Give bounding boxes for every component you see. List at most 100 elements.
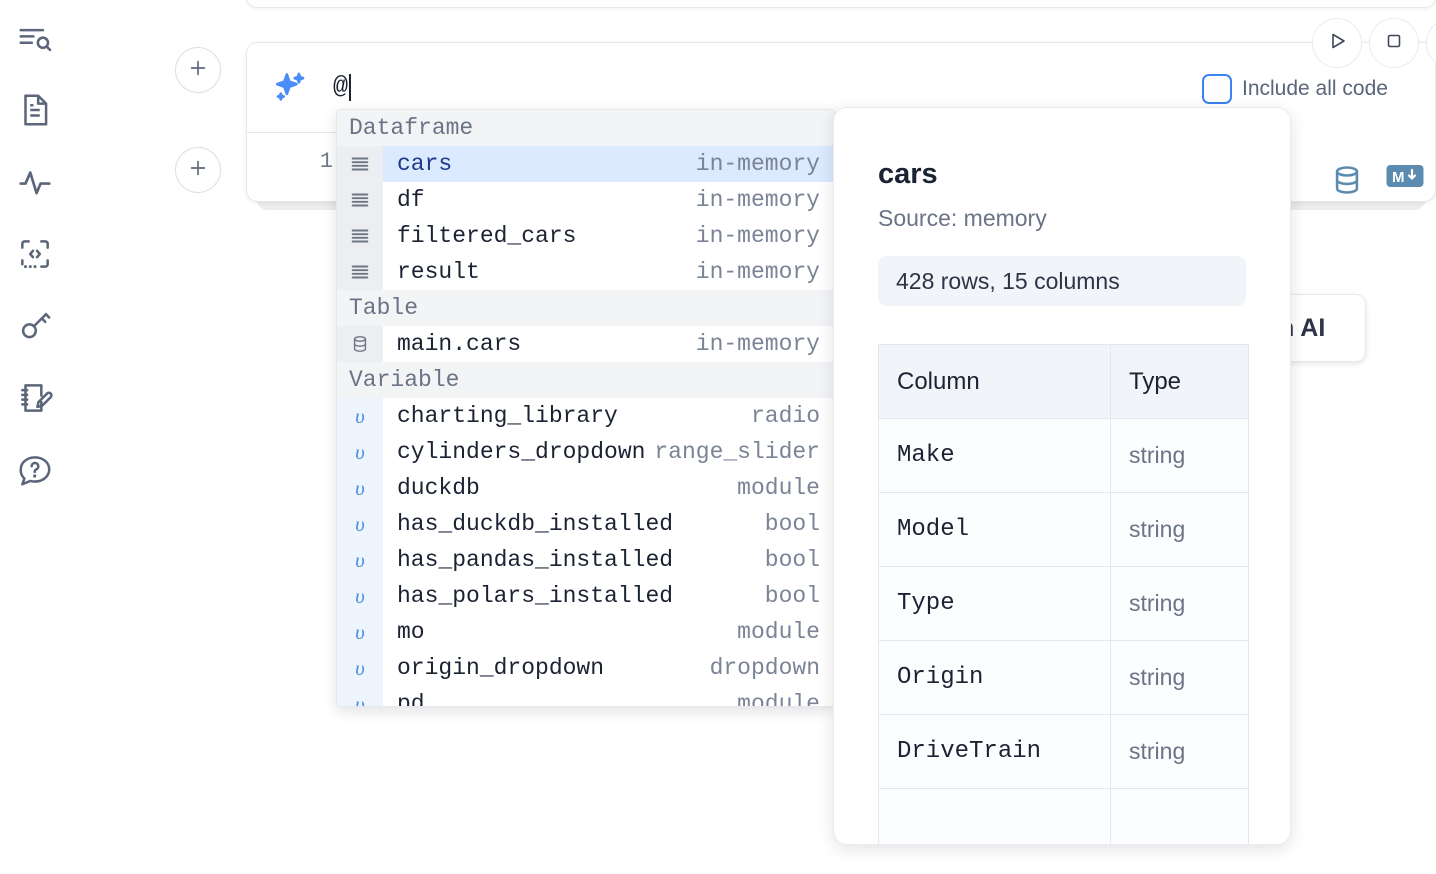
notebook-file-icon: [16, 91, 54, 129]
ai-prompt-value: @: [333, 72, 349, 101]
include-all-code-toggle[interactable]: Include all code: [1202, 72, 1388, 106]
variable-upsilon-icon: υ: [337, 578, 383, 614]
completion-item[interactable]: main.cars in-memory: [337, 326, 834, 362]
sidebar-item-activity[interactable]: [13, 160, 57, 204]
variable-upsilon-icon: υ: [337, 614, 383, 650]
text-caret: [349, 73, 352, 101]
variable-upsilon-icon: υ: [337, 470, 383, 506]
cell-column-name: [878, 788, 1111, 844]
previous-cell-card: [246, 0, 1436, 8]
markdown-icon[interactable]: M: [1386, 163, 1424, 197]
help-chat-icon: [16, 451, 54, 489]
sidebar-item-secrets[interactable]: [13, 304, 57, 348]
completion-item-type: in-memory: [695, 259, 820, 285]
stop-cell-button[interactable]: [1369, 18, 1419, 68]
completion-item-type: bool: [764, 547, 820, 573]
completion-group-header: Dataframe: [337, 110, 834, 146]
variable-upsilon-icon: υ: [337, 506, 383, 542]
cell-column-type: string: [1110, 714, 1249, 789]
cell-column-type: string: [1110, 566, 1249, 641]
left-sidebar: [0, 0, 70, 874]
completion-item-name: charting_library: [397, 403, 618, 429]
play-icon: [1325, 29, 1349, 58]
completion-item-type: in-memory: [695, 187, 820, 213]
completion-item-name: df: [397, 187, 425, 213]
header-column: Column: [878, 344, 1111, 419]
cell-column-name: Make: [878, 418, 1111, 493]
run-cell-button[interactable]: [1312, 18, 1362, 68]
completion-item-type: module: [737, 691, 820, 707]
add-cell-below-button[interactable]: [175, 147, 221, 193]
ai-prompt-input[interactable]: @: [333, 67, 352, 107]
completion-item[interactable]: υ has_pandas_installed bool: [337, 542, 834, 578]
variable-upsilon-icon: υ: [337, 686, 383, 706]
completion-item-type: dropdown: [709, 655, 820, 681]
plus-icon: [187, 57, 209, 84]
variable-upsilon-icon: υ: [337, 398, 383, 434]
completion-item-type: in-memory: [695, 331, 820, 357]
completion-item-type: radio: [750, 403, 820, 429]
completion-item[interactable]: υ cylinders_dropdown range_slider: [337, 434, 834, 470]
svg-text:M: M: [1392, 169, 1405, 186]
key-secrets-icon: [16, 307, 54, 345]
sidebar-item-outline-search[interactable]: [13, 16, 57, 60]
completion-item-type: bool: [764, 511, 820, 537]
completion-item-type: in-memory: [695, 151, 820, 177]
activity-pulse-icon: [16, 163, 54, 201]
dataframe-lines-icon: [337, 182, 383, 218]
cell-column-name: DriveTrain: [878, 714, 1111, 789]
table-header-row: Column Type: [878, 344, 1249, 419]
cell-column-name: Origin: [878, 640, 1111, 715]
sidebar-item-scratchpad[interactable]: [13, 376, 57, 420]
completion-item[interactable]: υ charting_library radio: [337, 398, 834, 434]
header-type: Type: [1110, 344, 1249, 419]
variable-upsilon-icon: υ: [337, 650, 383, 686]
completion-item-name: has_polars_installed: [397, 583, 674, 609]
sidebar-item-help[interactable]: [13, 448, 57, 492]
completion-item-name: main.cars: [397, 331, 522, 357]
cell-column-type: string: [1110, 418, 1249, 493]
sidebar-item-snippets[interactable]: [13, 232, 57, 276]
outline-search-icon: [16, 19, 54, 57]
completion-item-type: in-memory: [695, 223, 820, 249]
documentation-panel: cars Source: memory 428 rows, 15 columns…: [833, 107, 1291, 845]
sidebar-item-notebook-file[interactable]: [13, 88, 57, 132]
completion-item[interactable]: df in-memory: [337, 182, 834, 218]
cell-column-type: string: [1110, 492, 1249, 567]
include-all-code-checkbox[interactable]: [1202, 74, 1232, 104]
variable-upsilon-icon: υ: [337, 434, 383, 470]
completion-group-header: Variable: [337, 362, 834, 398]
plus-icon: [187, 157, 209, 184]
completion-item-name: cylinders_dropdown: [397, 439, 646, 465]
completion-item-name: has_pandas_installed: [397, 547, 674, 573]
doc-title: cars: [878, 158, 938, 190]
table-row: [878, 788, 1249, 844]
completion-item-type: range_slider: [654, 439, 820, 465]
database-icon: [337, 326, 383, 362]
completion-item-type: module: [737, 619, 820, 645]
database-icon[interactable]: [1330, 163, 1364, 197]
doc-source: Source: memory: [878, 205, 1047, 231]
add-cell-above-button[interactable]: [175, 47, 221, 93]
stop-icon: [1383, 30, 1405, 57]
cell-type-actions: M: [1330, 163, 1424, 197]
cell-column-type: [1110, 788, 1249, 844]
completion-group-header: Table: [337, 290, 834, 326]
cell-column-type: string: [1110, 640, 1249, 715]
variable-upsilon-icon: υ: [337, 542, 383, 578]
